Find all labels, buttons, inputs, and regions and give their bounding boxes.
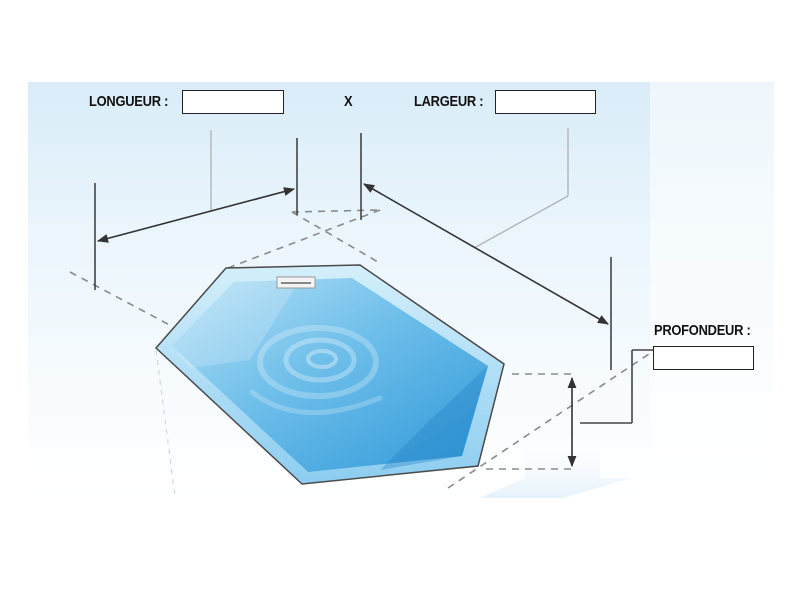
times-sign: X — [344, 93, 353, 110]
background-highlight — [650, 82, 774, 498]
length-input[interactable] — [182, 90, 284, 114]
depth-input[interactable] — [653, 346, 754, 370]
pool-water — [172, 278, 488, 472]
width-arrow — [363, 183, 609, 325]
width-label: LARGEUR : — [414, 93, 484, 110]
length-label: LONGUEUR : — [89, 93, 169, 110]
water-ripples — [249, 325, 383, 416]
faint-guides — [155, 349, 176, 497]
leader-lines — [210, 128, 569, 249]
dimension-arrows — [96, 183, 609, 468]
pool-reflection — [172, 280, 300, 368]
extension-lines — [94, 133, 655, 424]
width-input[interactable] — [495, 90, 596, 114]
depth-label: PROFONDEUR : — [654, 322, 751, 339]
pool-shadow — [380, 366, 488, 470]
length-arrow — [96, 187, 296, 243]
